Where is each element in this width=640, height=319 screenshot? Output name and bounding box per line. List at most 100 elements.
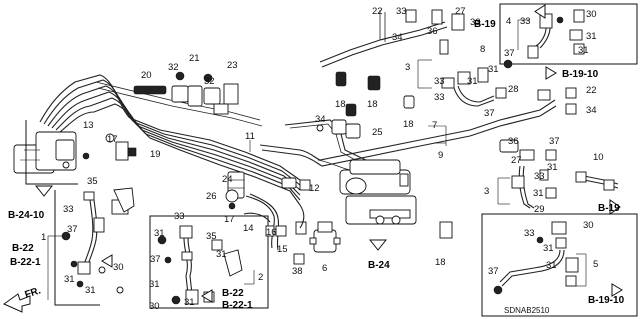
parts-34-25 [316, 119, 361, 139]
arrows [2, 4, 623, 313]
svg-text:32: 32 [168, 62, 179, 73]
arrow-right-b19 [609, 199, 621, 215]
svg-text:34: 34 [392, 32, 403, 43]
svg-text:15: 15 [277, 244, 288, 255]
svg-text:35: 35 [87, 176, 98, 187]
svg-text:36: 36 [508, 136, 519, 147]
pipe-top-right [319, 10, 448, 68]
svg-text:31: 31 [586, 31, 597, 42]
svg-text:30: 30 [113, 262, 124, 273]
svg-text:31: 31 [216, 249, 227, 260]
svg-text:13: 13 [83, 120, 94, 131]
svg-text:33: 33 [524, 228, 535, 239]
svg-text:31: 31 [154, 228, 165, 239]
svg-text:12: 12 [309, 183, 320, 194]
ref-b22-left: B-22 [12, 243, 34, 254]
svg-text:18: 18 [367, 99, 378, 110]
svg-text:31: 31 [467, 76, 478, 87]
svg-text:34: 34 [315, 114, 326, 125]
svg-text:23: 23 [227, 60, 238, 71]
clip-18-lower [439, 221, 453, 239]
group-box-top-right [499, 3, 638, 65]
svg-text:37: 37 [488, 266, 499, 277]
svg-text:37: 37 [67, 224, 78, 235]
bracket-front-left [54, 190, 100, 306]
svg-text:24: 24 [222, 174, 233, 185]
front-left-hose-assembly [61, 187, 135, 294]
diagram-code: SDNAB2510 [504, 306, 550, 315]
ref-b19-10-top: B-19-10 [562, 69, 599, 80]
svg-text:3: 3 [405, 62, 410, 73]
svg-text:18: 18 [335, 99, 346, 110]
arrow-left-b22-mid [201, 289, 213, 303]
ref-b24: B-24 [368, 260, 390, 271]
svg-text:18: 18 [403, 119, 414, 130]
svg-text:25: 25 [372, 127, 383, 138]
svg-text:37: 37 [504, 48, 515, 59]
svg-text:28: 28 [508, 84, 519, 95]
svg-text:33: 33 [396, 6, 407, 17]
svg-text:22: 22 [372, 6, 383, 17]
svg-text:31: 31 [578, 45, 589, 56]
svg-text:30: 30 [149, 301, 160, 312]
svg-text:31: 31 [149, 279, 160, 290]
svg-text:10: 10 [593, 152, 604, 163]
svg-text:33: 33 [434, 92, 445, 103]
clips-18 [335, 9, 507, 117]
svg-text:16: 16 [266, 227, 277, 238]
clips-center [225, 171, 280, 251]
pipe-long-right [259, 99, 557, 171]
svg-text:33: 33 [470, 17, 481, 28]
pipe-bundle-main [39, 74, 301, 206]
svg-text:26: 26 [206, 191, 217, 202]
svg-text:18: 18 [435, 257, 446, 268]
ref-b22-1-mid: B-22-1 [222, 300, 253, 311]
hose-assembly-top-right [503, 9, 585, 69]
svg-text:31: 31 [85, 285, 96, 296]
svg-text:19: 19 [150, 149, 161, 160]
svg-text:5: 5 [593, 259, 598, 270]
group-box-rear-left [149, 215, 269, 309]
svg-text:31: 31 [547, 162, 558, 173]
svg-text:36: 36 [427, 26, 438, 37]
master-cylinder [339, 159, 417, 225]
svg-text:33: 33 [434, 76, 445, 87]
clips-row [82, 71, 239, 161]
ref-b19-top: B-19 [474, 19, 496, 30]
arrow-down-b24-10 [34, 185, 54, 197]
arrow-left-b19-top [534, 4, 546, 19]
arrow-right-b19-10-bottom [611, 283, 623, 297]
hose-assembly-rear-left [157, 225, 243, 305]
svg-text:38: 38 [292, 266, 303, 277]
svg-text:35: 35 [206, 231, 217, 242]
fitting-10 [603, 179, 615, 191]
reference-labels: B-19 B-19-10 B-24-10 B-22 B-22-1 B-22 B-… [8, 19, 625, 315]
svg-text:17: 17 [107, 134, 118, 145]
svg-text:27: 27 [455, 6, 466, 17]
arrow-left-b22 [101, 254, 113, 268]
ref-b22-mid: B-22 [222, 288, 244, 299]
svg-text:31: 31 [546, 260, 557, 271]
svg-text:31: 31 [64, 274, 75, 285]
ref-b22-1-left: B-22-1 [10, 257, 41, 268]
svg-text:31: 31 [184, 297, 195, 308]
svg-text:9: 9 [438, 150, 443, 161]
svg-text:37: 37 [484, 108, 495, 119]
svg-text:33: 33 [534, 171, 545, 182]
svg-text:33: 33 [63, 204, 74, 215]
svg-text:6: 6 [322, 263, 327, 274]
svg-text:33: 33 [520, 16, 531, 27]
svg-text:17: 17 [224, 214, 235, 225]
svg-text:1: 1 [41, 232, 46, 243]
svg-text:32: 32 [204, 76, 215, 87]
svg-text:14: 14 [243, 223, 254, 234]
abs-modulator [13, 131, 77, 174]
right-pipes [537, 87, 577, 115]
svg-text:4: 4 [506, 16, 511, 27]
ref-b19-right: B-19 [598, 203, 620, 214]
arrow-right-b19-10-top [545, 66, 557, 80]
svg-text:27: 27 [511, 155, 522, 166]
center-connectors [275, 177, 311, 237]
